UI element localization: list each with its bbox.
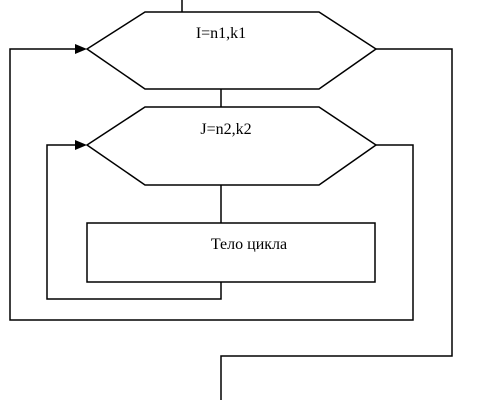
inner-loop-return-arrow	[75, 140, 87, 150]
outer-loop-return-arrow	[75, 44, 87, 54]
outer-loop-hexagon	[85, 11, 378, 90]
outer-loop-header: I=n1,k1	[196, 25, 246, 42]
inner-loop-header: J=n2,k2	[200, 121, 251, 138]
inner-loop-hexagon	[85, 106, 378, 186]
inner-loop-return-line	[46, 144, 222, 300]
loop-body-label: Тело цикла	[211, 236, 287, 253]
inner-loop-exit-and-outer-return-line	[9, 48, 414, 321]
outer-loop-exit-line	[220, 48, 453, 400]
loop-body-box	[86, 222, 376, 283]
